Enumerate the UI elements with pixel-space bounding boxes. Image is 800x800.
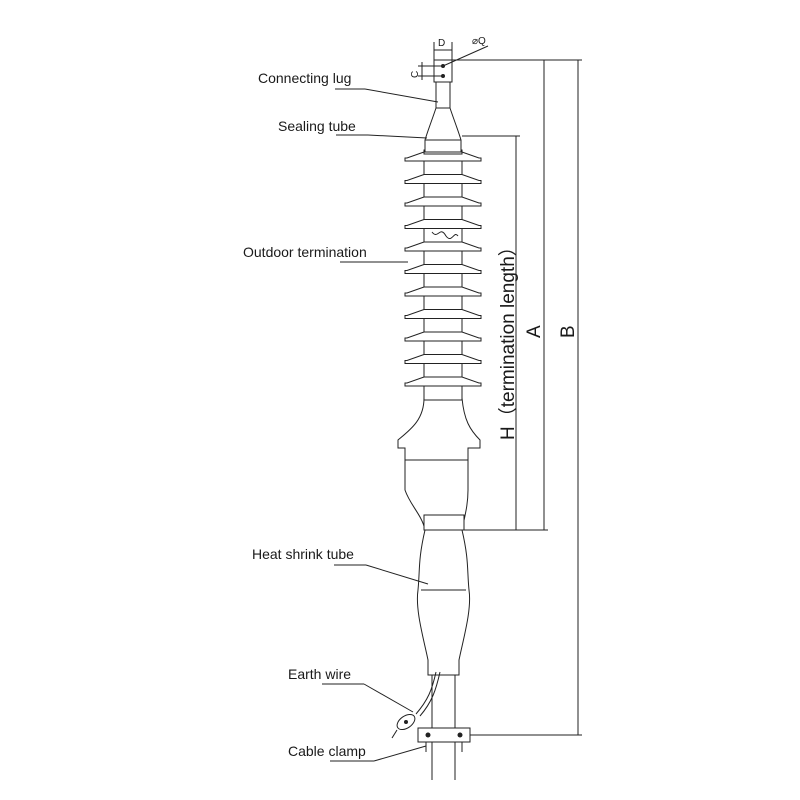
core-break-mark (431, 231, 459, 240)
dimension-h: H（termination length） (462, 135, 520, 531)
callout-outdoor-termination: Outdoor termination (243, 244, 408, 263)
label-earth-wire: Earth wire (288, 666, 351, 682)
callout-connecting-lug: Connecting lug (258, 70, 439, 103)
earth-wire (391, 671, 441, 739)
dim-h-label: H（termination length） (497, 237, 519, 440)
shed (404, 354, 482, 364)
cable-clamp (417, 727, 471, 752)
shed (404, 286, 482, 297)
label-heat-shrink-tube: Heat shrink tube (252, 546, 354, 562)
shed-group (404, 149, 482, 387)
shed (404, 174, 482, 184)
shed (404, 376, 482, 387)
dim-a-label: A (524, 325, 545, 338)
dim-d-label: D (438, 38, 445, 49)
label-sealing-tube: Sealing tube (278, 118, 356, 134)
dimension-q: ⌀Q (442, 36, 489, 67)
shed (404, 264, 482, 274)
callout-heat-shrink-tube: Heat shrink tube (252, 546, 429, 585)
callout-cable-clamp: Cable clamp (288, 743, 427, 762)
sealing-tube (424, 107, 462, 153)
heat-shrink-tube (416, 529, 471, 676)
callout-earth-wire: Earth wire (288, 666, 414, 713)
dimension-b: B (470, 59, 582, 736)
dimension-d: D (433, 38, 453, 60)
dimension-c: C (410, 62, 443, 80)
label-connecting-lug: Connecting lug (258, 70, 351, 86)
shed (404, 219, 482, 229)
termination-bell (397, 397, 481, 461)
callout-sealing-tube: Sealing tube (278, 118, 428, 139)
dim-q-label: ⌀Q (472, 36, 486, 47)
dim-b-label: B (558, 325, 579, 338)
shed (404, 331, 482, 342)
dimension-a: A (452, 59, 548, 531)
cable (431, 672, 456, 780)
termination-collar (423, 514, 465, 531)
label-outdoor-termination: Outdoor termination (243, 244, 367, 260)
shed (404, 241, 482, 252)
shed (404, 196, 482, 207)
shed (404, 309, 482, 319)
label-cable-clamp: Cable clamp (288, 743, 366, 759)
dim-c-label: C (410, 71, 421, 78)
